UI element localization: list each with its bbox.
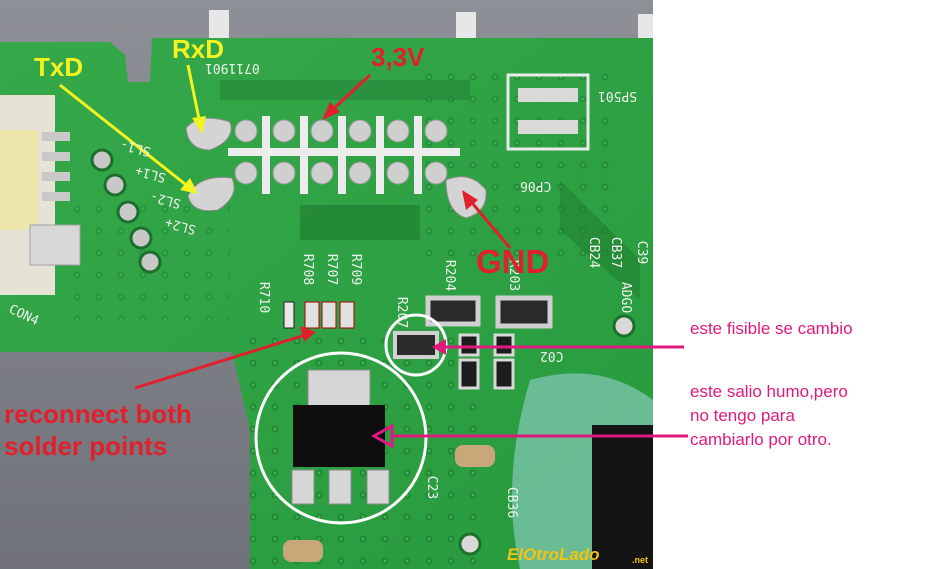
sp501-pad bbox=[518, 120, 578, 134]
smd-r203 bbox=[495, 295, 553, 329]
via-large bbox=[458, 532, 482, 556]
smd-part bbox=[458, 333, 480, 357]
con4-pin bbox=[42, 172, 70, 181]
silk-cb37: CB37 bbox=[608, 236, 624, 269]
pink-arrows bbox=[370, 339, 688, 449]
sp501-outline bbox=[506, 73, 590, 151]
via-large bbox=[612, 314, 636, 338]
silk-c23: C23 bbox=[424, 475, 440, 500]
sl-pad bbox=[90, 148, 114, 172]
regulator-pin bbox=[328, 469, 352, 505]
regulator-pin bbox=[366, 469, 390, 505]
sl-pad bbox=[129, 226, 153, 250]
fuse-note: este fisible se cambio bbox=[690, 319, 853, 338]
smd-part bbox=[458, 358, 480, 390]
silk-c02: C02 bbox=[540, 348, 564, 363]
smd-part bbox=[493, 358, 515, 390]
silk-r709: R709 bbox=[348, 253, 364, 286]
silk-r707: R707 bbox=[324, 253, 340, 286]
rxd-label: RxD bbox=[172, 34, 225, 64]
v33-label: 3,3V bbox=[371, 42, 425, 72]
sl-pad bbox=[138, 250, 162, 274]
silk-r708: R708 bbox=[300, 253, 316, 286]
con4-pin bbox=[42, 192, 70, 201]
watermark-logo-suffix: .net bbox=[632, 555, 649, 565]
reconnect-label: reconnect both solder points bbox=[4, 399, 192, 461]
silk-cp06: CP06 bbox=[520, 178, 552, 193]
txd-solder-pad bbox=[187, 176, 235, 212]
fuse-part bbox=[393, 331, 439, 359]
pcb-trace bbox=[560, 180, 640, 300]
smd-part bbox=[493, 333, 515, 357]
silk-cb36: CB36 bbox=[504, 486, 520, 519]
header-pad-grid bbox=[228, 116, 460, 194]
silk-cb24: CB24 bbox=[586, 236, 602, 269]
capacitor bbox=[283, 540, 323, 562]
con4-pin bbox=[42, 152, 70, 161]
sl-pad bbox=[116, 200, 140, 224]
resistor-r710 bbox=[283, 301, 295, 329]
top-tab-3 bbox=[638, 14, 653, 42]
sl-pad bbox=[103, 173, 127, 197]
silk-c39: C39 bbox=[634, 240, 650, 265]
yellow-arrows bbox=[59, 64, 206, 194]
regulator-body bbox=[293, 405, 385, 467]
top-tab-2 bbox=[456, 12, 476, 40]
regulator-note: este salio humo,pero no tengo para cambi… bbox=[690, 382, 848, 449]
gnd-label: GND bbox=[476, 243, 550, 280]
pcb-trace bbox=[220, 80, 470, 100]
silk-r710: R710 bbox=[256, 281, 272, 314]
regulator-pin bbox=[291, 469, 315, 505]
resistor-r709 bbox=[339, 301, 355, 329]
silk-sp501: SP501 bbox=[598, 88, 638, 103]
capacitor bbox=[455, 445, 495, 467]
silk-r204: R204 bbox=[442, 259, 458, 292]
resistor-r708 bbox=[304, 301, 320, 329]
con4-latch bbox=[29, 224, 81, 266]
resistor-r707 bbox=[321, 301, 337, 329]
silk-r207: R207 bbox=[394, 296, 410, 329]
pcb-trace bbox=[300, 205, 420, 240]
watermark-logo: ElOtroLado bbox=[507, 545, 600, 564]
con4-connector-shade bbox=[0, 130, 38, 230]
silk-adgo: ADGO bbox=[618, 281, 634, 314]
top-tab-1 bbox=[209, 10, 229, 38]
txd-label: TxD bbox=[34, 52, 84, 82]
regulator-tab bbox=[307, 369, 371, 409]
ic-chip bbox=[592, 425, 653, 569]
smd-r204 bbox=[425, 295, 481, 327]
con4-pin bbox=[42, 132, 70, 141]
regulator-highlight-circle bbox=[254, 351, 428, 525]
red-arrows bbox=[134, 73, 512, 390]
sp501-pad bbox=[518, 88, 578, 102]
